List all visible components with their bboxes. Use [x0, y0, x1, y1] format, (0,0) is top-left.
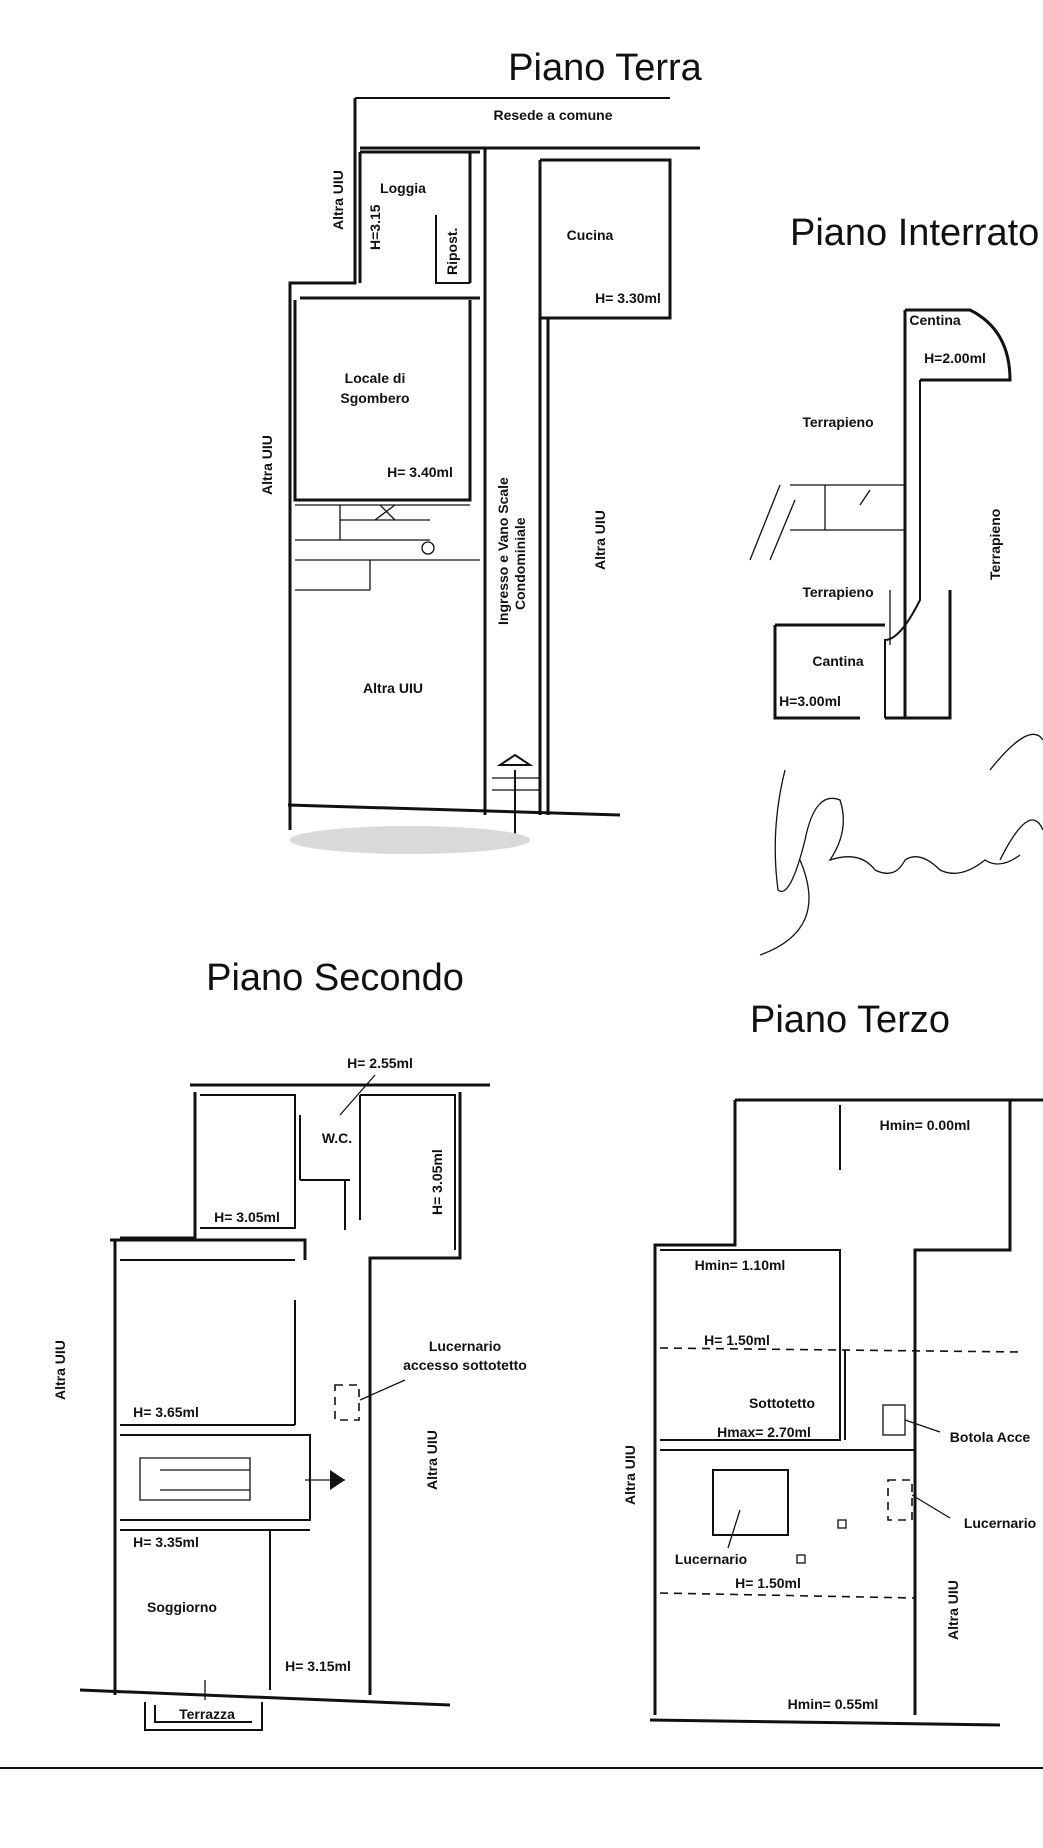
cantina-bottom-label: Cantina: [812, 653, 864, 669]
altra-uiu-right-label: Altra UIU: [592, 510, 608, 570]
altra-uiu-right-label: Altra UIU: [945, 1580, 961, 1640]
ingresso-label-1: Ingresso e Vano Scale: [495, 477, 511, 625]
cucina-label: Cucina: [567, 227, 614, 243]
locale-height-label: H= 3.40ml: [387, 464, 453, 480]
terrapieno-2-label: Terrapieno: [802, 584, 873, 600]
wc-label: W.C.: [322, 1130, 352, 1146]
lucernario-label-1: Lucernario: [429, 1338, 501, 1354]
sgombero-label: Sgombero: [340, 390, 409, 406]
left-room-height-label: H= 3.05ml: [214, 1209, 280, 1225]
piano-secondo-title: Piano Secondo: [206, 957, 464, 999]
locale-label: Locale di: [345, 370, 406, 386]
loggia-height-label: H=3.15: [367, 204, 383, 250]
terrapieno-right-label: Terrapieno: [987, 509, 1003, 580]
soggiorno-label: Soggiorno: [147, 1599, 217, 1615]
piano-interrato-title: Piano Interrato: [790, 212, 1039, 254]
botola-label: Botola Acce: [950, 1429, 1031, 1445]
room-365-height-label: H= 3.65ml: [133, 1404, 199, 1420]
altra-uiu-left-label: Altra UIU: [622, 1445, 638, 1505]
piano-terzo-title: Piano Terzo: [750, 999, 950, 1041]
altra-uiu-top-label: Altra UIU: [330, 170, 346, 230]
ripost-label: Ripost.: [444, 228, 460, 275]
lucernario-right-label: Lucernario: [964, 1515, 1036, 1531]
piano-terzo-plan: Piano Terzo Hmin= 0.00ml Hmin= 1.10ml H=…: [622, 999, 1043, 1727]
cantina-top-label: Centina: [909, 312, 961, 328]
altra-uiu-left-label: Altra UIU: [259, 435, 275, 495]
hmin-000-label: Hmin= 0.00ml: [880, 1117, 971, 1133]
cantina-bottom-height-label: H=3.00ml: [779, 693, 841, 709]
hmin-110-label: Hmin= 1.10ml: [695, 1257, 786, 1273]
piano-secondo-plan: Piano Secondo H= 2.55ml W.C. H= 3.05ml H…: [52, 957, 527, 1731]
right-room-height-label: H= 3.05ml: [429, 1149, 445, 1215]
resede-label: Resede a comune: [493, 107, 612, 123]
room-315-height-label: H= 3.15ml: [285, 1658, 351, 1674]
loggia-label: Loggia: [380, 180, 426, 196]
lucernario-left-label: Lucernario: [675, 1551, 747, 1567]
handwritten-signature: [759, 733, 1043, 956]
lucernario-label-2: accesso sottotetto: [403, 1357, 527, 1373]
altra-uiu-bottom-label: Altra UIU: [363, 680, 423, 696]
piano-terra-title: Piano Terra: [508, 47, 703, 89]
wc-height-label: H= 2.55ml: [347, 1055, 413, 1071]
piano-terra-plan: Piano Terra Resede a comune Loggia H=3.1…: [259, 47, 703, 854]
cantina-top-height-label: H=2.00ml: [924, 350, 986, 366]
h-150-a-label: H= 1.50ml: [704, 1332, 770, 1348]
ingresso-label-2: Condominiale: [512, 517, 528, 610]
cucina-height-label: H= 3.30ml: [595, 290, 661, 306]
hmin-055-label: Hmin= 0.55ml: [788, 1696, 879, 1712]
sottotetto-label: Sottotetto: [749, 1395, 815, 1411]
altra-uiu-left-label: Altra UIU: [52, 1340, 68, 1400]
room-335-height-label: H= 3.35ml: [133, 1534, 199, 1550]
terrapieno-1-label: Terrapieno: [802, 414, 873, 430]
terrazza-label: Terrazza: [179, 1706, 235, 1722]
hmax-label: Hmax= 2.70ml: [717, 1424, 811, 1440]
piano-interrato-plan: Piano Interrato Centina H=2.00ml Terrapi…: [749, 212, 1039, 720]
h-150-b-label: H= 1.50ml: [735, 1575, 801, 1591]
altra-uiu-right-label: Altra UIU: [424, 1430, 440, 1490]
